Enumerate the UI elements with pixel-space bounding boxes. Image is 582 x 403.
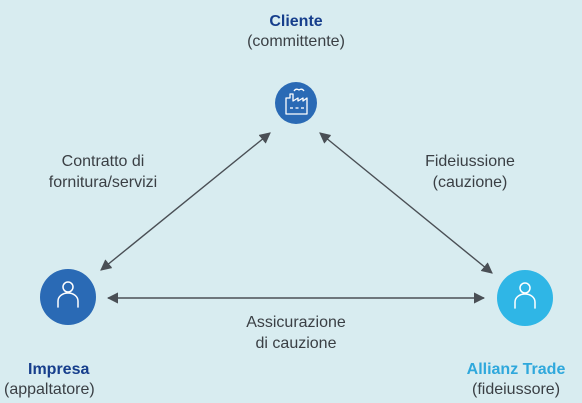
edge-contratto-arrow <box>100 132 271 271</box>
impresa-node <box>40 269 96 325</box>
person-icon <box>57 281 79 308</box>
edge-contratto-line2: fornitura/servizi <box>48 173 158 191</box>
edge-fideiussione-arrow <box>319 132 493 274</box>
allianz-node <box>497 270 553 326</box>
cliente-node <box>275 82 317 124</box>
impresa-subtitle: (appaltatore) <box>4 381 95 398</box>
person-icon <box>514 282 536 309</box>
cliente-subtitle: (committente) <box>247 33 345 50</box>
edge-fideiussione-label: Fideiussione (cauzione) <box>400 152 540 194</box>
impresa-title: Impresa <box>28 361 90 378</box>
allianz-title: Allianz Trade <box>466 361 566 378</box>
cliente-title: Cliente <box>269 13 323 30</box>
allianz-subtitle: (fideiussore) <box>471 381 561 398</box>
edge-assicurazione-label: Assicurazione di cauzione <box>226 313 366 355</box>
edge-assicurazione-line1: Assicurazione <box>246 314 346 331</box>
edge-fideiussione-line2: (cauzione) <box>432 173 508 191</box>
edge-contratto-label: Contratto di fornitura/servizi <box>8 152 198 194</box>
edge-assicurazione-line2: di cauzione <box>255 334 337 352</box>
factory-icon <box>285 88 308 115</box>
allianz-label: Allianz Trade (fideiussore) <box>452 360 580 400</box>
edge-fideiussione-line1: Fideiussione <box>425 153 515 170</box>
edge-contratto-line1: Contratto di <box>61 153 145 170</box>
cliente-label: Cliente (committente) <box>236 12 356 52</box>
impresa-label: Impresa (appaltatore) <box>4 360 134 400</box>
